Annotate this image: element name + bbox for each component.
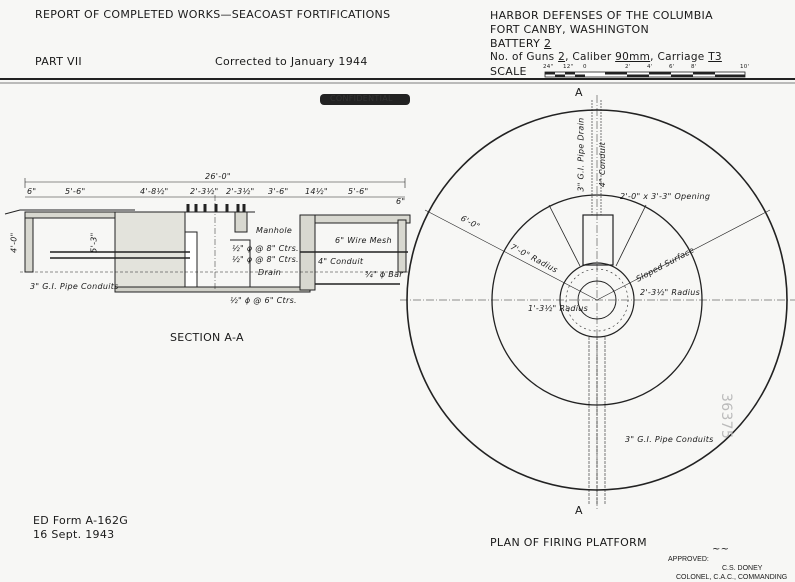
section-mark-top: A <box>575 86 583 99</box>
plan-note: 1'-3½" Radius <box>528 304 589 313</box>
scale-tick: 24" <box>543 64 554 70</box>
signature: ~~ <box>712 544 730 555</box>
section-note: 6" Wire Mesh <box>335 236 392 245</box>
scale-tick: 8' <box>691 64 697 70</box>
scale-tick: 6' <box>669 64 675 70</box>
scale-tick: 0 <box>583 64 587 70</box>
caliber-value: 90mm <box>615 51 651 63</box>
section-note: ½" ϕ @ 8" Ctrs. <box>232 244 299 253</box>
fort-title: FORT CANBY, WASHINGTON <box>490 23 649 36</box>
battery-label: BATTERY <box>490 37 541 50</box>
harbor-title: HARBOR DEFENSES OF THE COLUMBIA <box>490 9 713 22</box>
plan-note: 3" G.I. Pipe Drain <box>576 117 586 192</box>
guns-label: No. of Guns <box>490 51 555 63</box>
plan-note: 2'-3½" Radius <box>640 288 701 297</box>
classification-stamp <box>320 94 410 105</box>
report-title: REPORT OF COMPLETED WORKS—SEACOAST FORTI… <box>35 8 391 21</box>
plan-note: 4" Conduit <box>598 141 608 188</box>
plan-firing-platform-drawing <box>400 95 795 510</box>
dimension-label: 5'-6" <box>65 187 86 196</box>
scale-bar <box>544 71 746 78</box>
section-note: 3" G.I. Pipe Conduits <box>30 282 119 291</box>
dimension-label: 6" <box>27 187 37 196</box>
plan-note: 2'-0" x 3'-3" Opening <box>620 192 711 201</box>
form-date: 16 Sept. 1943 <box>33 528 115 541</box>
dimension-label: 2'-3½" <box>226 187 255 196</box>
classification-text: CONFIDENTIAL <box>330 94 393 103</box>
section-a-a-drawing <box>4 178 411 293</box>
dimension-label: 5'-3" <box>89 232 99 253</box>
section-note: ½" ϕ @ 6" Ctrs. <box>230 296 297 305</box>
dimension-label: 14½" <box>305 187 328 196</box>
corrected-date: Corrected to January 1944 <box>215 55 368 68</box>
battery-line: BATTERY 2 <box>490 37 552 51</box>
dimension-label: 3'-6" <box>268 187 289 196</box>
caliber-label: , Caliber <box>565 51 612 63</box>
section-note: Drain <box>258 268 282 277</box>
dimension-label: 2'-3½" <box>190 187 219 196</box>
part-number: PART VII <box>35 55 82 68</box>
stamp-number: 36375 <box>718 393 735 440</box>
approver-title: COLONEL, C.A.C., COMMANDING <box>676 574 788 581</box>
dimension-label: 4'-0" <box>9 232 19 253</box>
approved-label: APPROVED: <box>668 556 709 563</box>
scale-tick: 12" <box>563 64 574 70</box>
dimension-label: 6" <box>396 197 406 206</box>
section-note: Manhole <box>256 226 293 235</box>
plan-note: 3" G.I. Pipe Conduits <box>625 435 714 444</box>
carriage-label: , Carriage <box>650 51 705 63</box>
section-title: SECTION A-A <box>170 331 244 344</box>
dimension-label: 5'-6" <box>348 187 369 196</box>
guns-value: 2 <box>558 51 566 63</box>
section-note: ¾" ϕ Bar <box>365 270 403 279</box>
scale-tick: 4' <box>647 64 653 70</box>
form-number: ED Form A-162G <box>33 514 129 527</box>
dimension-label: 26'-0" <box>205 172 231 181</box>
battery-value: 2 <box>543 37 552 50</box>
plan-title: PLAN OF FIRING PLATFORM <box>490 536 647 549</box>
section-note: ½" ϕ @ 8" Ctrs. <box>232 255 299 264</box>
approver-name: C.S. DONEY <box>722 565 763 572</box>
scale-tick: 2' <box>625 64 631 70</box>
dimension-label: 4'-8½" <box>140 187 169 196</box>
scale-tick: 10' <box>740 64 750 70</box>
scale-label: SCALE <box>490 65 527 78</box>
guns-line: No. of Guns 2, Caliber 90mm, Carriage T3 <box>490 51 722 63</box>
section-note: 4" Conduit <box>318 257 364 266</box>
section-mark-bottom: A <box>575 504 583 517</box>
carriage-value: T3 <box>708 51 722 63</box>
